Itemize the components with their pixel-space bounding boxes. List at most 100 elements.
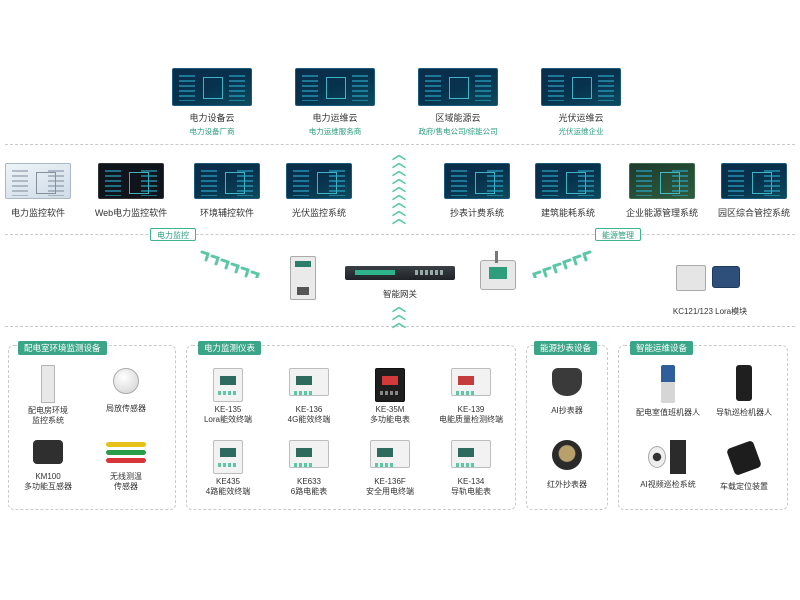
dashboard-screen-icon xyxy=(295,68,375,106)
meter-icon xyxy=(451,440,491,468)
device-ke435[interactable]: KE435 4路能效终端 xyxy=(192,440,264,497)
cloud-pv-ops[interactable]: 光伏运维云 光伏运维企业 xyxy=(526,68,636,137)
meter-icon xyxy=(289,440,329,468)
software-label: Web电力监控软件 xyxy=(94,208,168,218)
device-infrared-reader[interactable]: 红外抄表器 xyxy=(531,440,603,490)
separator-middle xyxy=(5,234,795,235)
device-partial-discharge[interactable]: 局放传感器 xyxy=(90,368,162,414)
ai-reader-icon xyxy=(552,368,582,396)
cloud-power-ops[interactable]: 电力运维云 电力运维服务商 xyxy=(280,68,390,137)
software-environment-control[interactable]: 环境辅控软件 xyxy=(182,163,272,219)
meter-icon xyxy=(213,368,243,402)
device-label-line1: 局放传感器 xyxy=(106,404,146,413)
infrared-reader-icon xyxy=(552,440,582,470)
device-room-environment[interactable]: 配电房环境 监控系统 xyxy=(12,365,84,426)
software-label: 电力监控软件 xyxy=(10,208,65,218)
device-ke-35m[interactable]: KE-35M 多功能电表 xyxy=(354,368,426,425)
device-label-line2: 监控系统 xyxy=(32,416,64,425)
locator-icon xyxy=(726,440,762,476)
software-building-energy[interactable]: 建筑能耗系统 xyxy=(523,163,613,219)
device-wireless-temp[interactable]: 无线测温 传感器 xyxy=(90,440,162,492)
device-label-line2: 4路能效终端 xyxy=(205,487,251,496)
software-label: 园区综合管控系统 xyxy=(717,208,790,218)
device-label-line1: KM100 xyxy=(35,472,61,481)
software-label: 建筑能耗系统 xyxy=(540,208,595,218)
cloud-title: 区域能源云 xyxy=(435,113,481,123)
software-metering-billing[interactable]: 抄表计费系统 xyxy=(432,163,522,219)
tag-power-monitoring: 电力监控 xyxy=(150,228,196,241)
software-enterprise-energy[interactable]: 企业能源管理系统 xyxy=(617,163,707,219)
software-screen-icon xyxy=(98,163,164,199)
cabinet-icon xyxy=(41,365,55,403)
cloud-title: 电力运维云 xyxy=(312,113,358,123)
device-label-line1: 车载定位装置 xyxy=(720,482,768,491)
device-ke-136f[interactable]: KE-136F 安全用电终端 xyxy=(354,440,426,497)
software-park-management[interactable]: 园区综合管控系统 xyxy=(709,163,799,219)
chevron-left-up-icon xyxy=(200,250,260,278)
cloud-regional-energy[interactable]: 区域能源云 政府/售电公司/综能公司 xyxy=(403,68,513,137)
software-web-power-monitor[interactable]: Web电力监控软件 xyxy=(86,163,176,219)
software-power-monitor[interactable]: 电力监控软件 xyxy=(0,163,83,219)
meter-icon xyxy=(451,368,491,396)
device-vehicle-locator[interactable]: 车载定位装置 xyxy=(706,440,782,492)
device-label-line1: KE435 xyxy=(215,477,241,486)
device-ke-136[interactable]: KE-136 4G能效终端 xyxy=(273,368,345,425)
device-rail-robot[interactable]: 导轨巡检机器人 xyxy=(706,365,782,418)
group-header: 能源抄表设备 xyxy=(534,341,598,355)
device-label-line1: 导轨巡检机器人 xyxy=(716,408,772,417)
device-label-line2: 安全用电终端 xyxy=(366,487,414,496)
device-ke-134[interactable]: KE-134 导轨电能表 xyxy=(435,440,507,497)
software-pv-monitor[interactable]: 光伏监控系统 xyxy=(274,163,364,219)
device-label-line1: 无线测温 xyxy=(110,472,142,481)
cloud-power-equipment[interactable]: 电力设备云 电力设备厂商 xyxy=(157,68,267,137)
software-screen-icon xyxy=(535,163,601,199)
device-label-line1: 红外抄表器 xyxy=(547,480,587,489)
robot-kiosk-icon xyxy=(661,365,675,403)
device-label-line2: 电能质量检测终端 xyxy=(439,415,503,424)
device-label-line2: 4G能效终端 xyxy=(287,415,331,424)
software-label: 企业能源管理系统 xyxy=(625,208,698,218)
device-label-line1: AI抄表器 xyxy=(551,406,583,415)
chevron-right-up-icon xyxy=(532,250,592,278)
device-ai-video[interactable]: AI视频巡检系统 xyxy=(628,440,708,490)
group-header: 电力监测仪表 xyxy=(198,341,262,355)
separator-top xyxy=(5,144,795,145)
rail-robot-icon xyxy=(736,365,752,401)
device-ke633[interactable]: KE633 6路电能表 xyxy=(273,440,345,497)
software-screen-icon xyxy=(444,163,510,199)
temperature-clip-icon xyxy=(106,440,146,464)
lora-module-device xyxy=(676,265,706,291)
lora-module-device xyxy=(712,266,740,288)
device-km100[interactable]: KM100 多功能互感器 xyxy=(12,440,84,492)
device-label-line2: 传感器 xyxy=(114,482,138,491)
device-label-line2: 多功能互感器 xyxy=(24,482,72,491)
meter-icon xyxy=(213,440,243,474)
device-label-line2: 多功能电表 xyxy=(370,415,410,424)
device-label-line1: 配电室值班机器人 xyxy=(636,408,700,417)
cloud-subtitle: 电力运维服务商 xyxy=(308,127,362,136)
software-screen-icon xyxy=(286,163,352,199)
dashboard-screen-icon xyxy=(172,68,252,106)
transformer-icon xyxy=(33,440,63,464)
gateway-label: 智能网关 xyxy=(382,289,417,299)
sensor-dome-icon xyxy=(113,368,139,394)
device-label-line1: KE-136 xyxy=(295,405,323,414)
up-arrow-to-gateway-icon: ︿︿︿ xyxy=(392,298,406,330)
cloud-subtitle: 电力设备厂商 xyxy=(189,127,235,136)
device-ke-135[interactable]: KE-135 Lora能效终端 xyxy=(192,368,264,425)
cloud-title: 光伏运维云 xyxy=(558,113,604,123)
meter-icon xyxy=(289,368,329,396)
group-power-meters xyxy=(186,345,516,510)
device-label-line1: KE-35M xyxy=(375,405,405,414)
meter-icon xyxy=(375,368,405,402)
device-ke-139[interactable]: KE-139 电能质量检测终端 xyxy=(435,368,507,425)
device-duty-robot[interactable]: 配电室值班机器人 xyxy=(628,365,708,418)
device-label-line1: KE633 xyxy=(296,477,322,486)
rack-gateway-device xyxy=(345,266,455,280)
device-ai-reader[interactable]: AI抄表器 xyxy=(531,368,603,416)
cloud-title: 电力设备云 xyxy=(189,113,235,123)
cloud-subtitle: 光伏运维企业 xyxy=(558,127,604,136)
software-screen-icon xyxy=(721,163,787,199)
device-label-line1: 配电房环境 xyxy=(28,406,68,415)
device-label-line2: 6路电能表 xyxy=(290,487,328,496)
